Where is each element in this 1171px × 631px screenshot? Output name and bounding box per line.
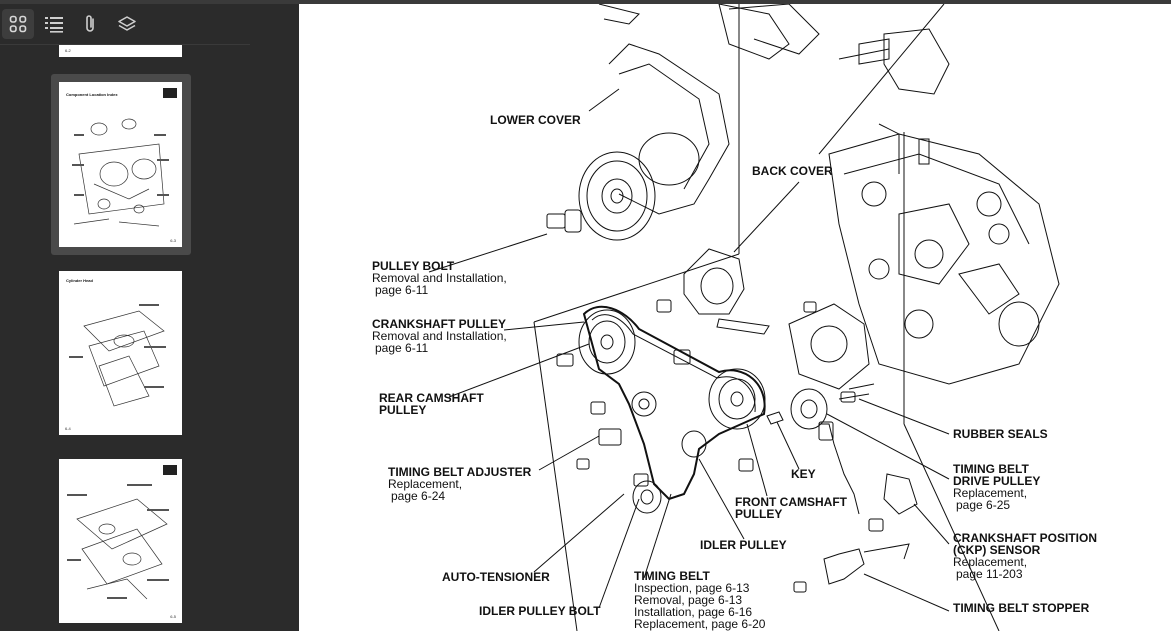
honda-logo-icon <box>163 88 177 98</box>
thumbnail-page-6-3[interactable]: Component Location Index 6-3 <box>51 74 191 255</box>
layers-icon <box>118 16 136 31</box>
paperclip-icon <box>86 15 94 32</box>
label-auto-tensioner: AUTO-TENSIONER <box>442 570 550 584</box>
page-number: 6-2 <box>65 48 71 53</box>
grid-icon <box>9 15 27 33</box>
sidebar-toolbar <box>0 4 250 45</box>
page-number: 6-5 <box>170 614 176 619</box>
label-timing-belt-stopper: TIMING BELT STOPPER <box>953 601 1090 615</box>
sidebar-gutter <box>250 4 299 631</box>
outline-tab[interactable] <box>38 9 70 39</box>
timing-belt-diagram <box>428 4 1060 631</box>
attachments-tab[interactable] <box>75 9 107 39</box>
honda-logo-icon <box>163 465 177 475</box>
window-top-border <box>0 0 1171 4</box>
thumbnails-tab[interactable] <box>2 9 34 39</box>
thumbnail-diagram <box>72 118 169 227</box>
thumbnail-list: 6-2 Component Location Index 6-3 <box>0 45 250 631</box>
thumbnail-diagram <box>69 304 166 407</box>
page-number: 6-4 <box>65 426 71 431</box>
thumbnail-title: Component Location Index <box>66 92 118 97</box>
thumbnail-page-6-5[interactable]: 6-5 <box>51 451 191 631</box>
list-icon <box>45 17 63 33</box>
thumbnail-page-6-4[interactable]: Cylinder Head 6-4 <box>51 263 191 439</box>
thumbnail-page-6-2[interactable]: 6-2 <box>51 45 191 59</box>
label-idler-pulley: IDLER PULLEY <box>700 538 787 552</box>
page-number: 6-3 <box>170 238 176 243</box>
label-rubber-seals: RUBBER SEALS <box>953 427 1048 441</box>
label-idler-pulley-bolt: IDLER PULLEY BOLT <box>479 604 601 618</box>
label-back-cover: BACK COVER <box>752 164 833 178</box>
thumbnail-title: Cylinder Head <box>66 278 93 283</box>
label-lower-cover: LOWER COVER <box>490 113 581 127</box>
sidebar: 6-2 Component Location Index 6-3 <box>0 4 250 631</box>
thumbnail-diagram <box>67 484 169 600</box>
layers-tab[interactable] <box>111 9 143 39</box>
label-key: KEY <box>791 467 816 481</box>
